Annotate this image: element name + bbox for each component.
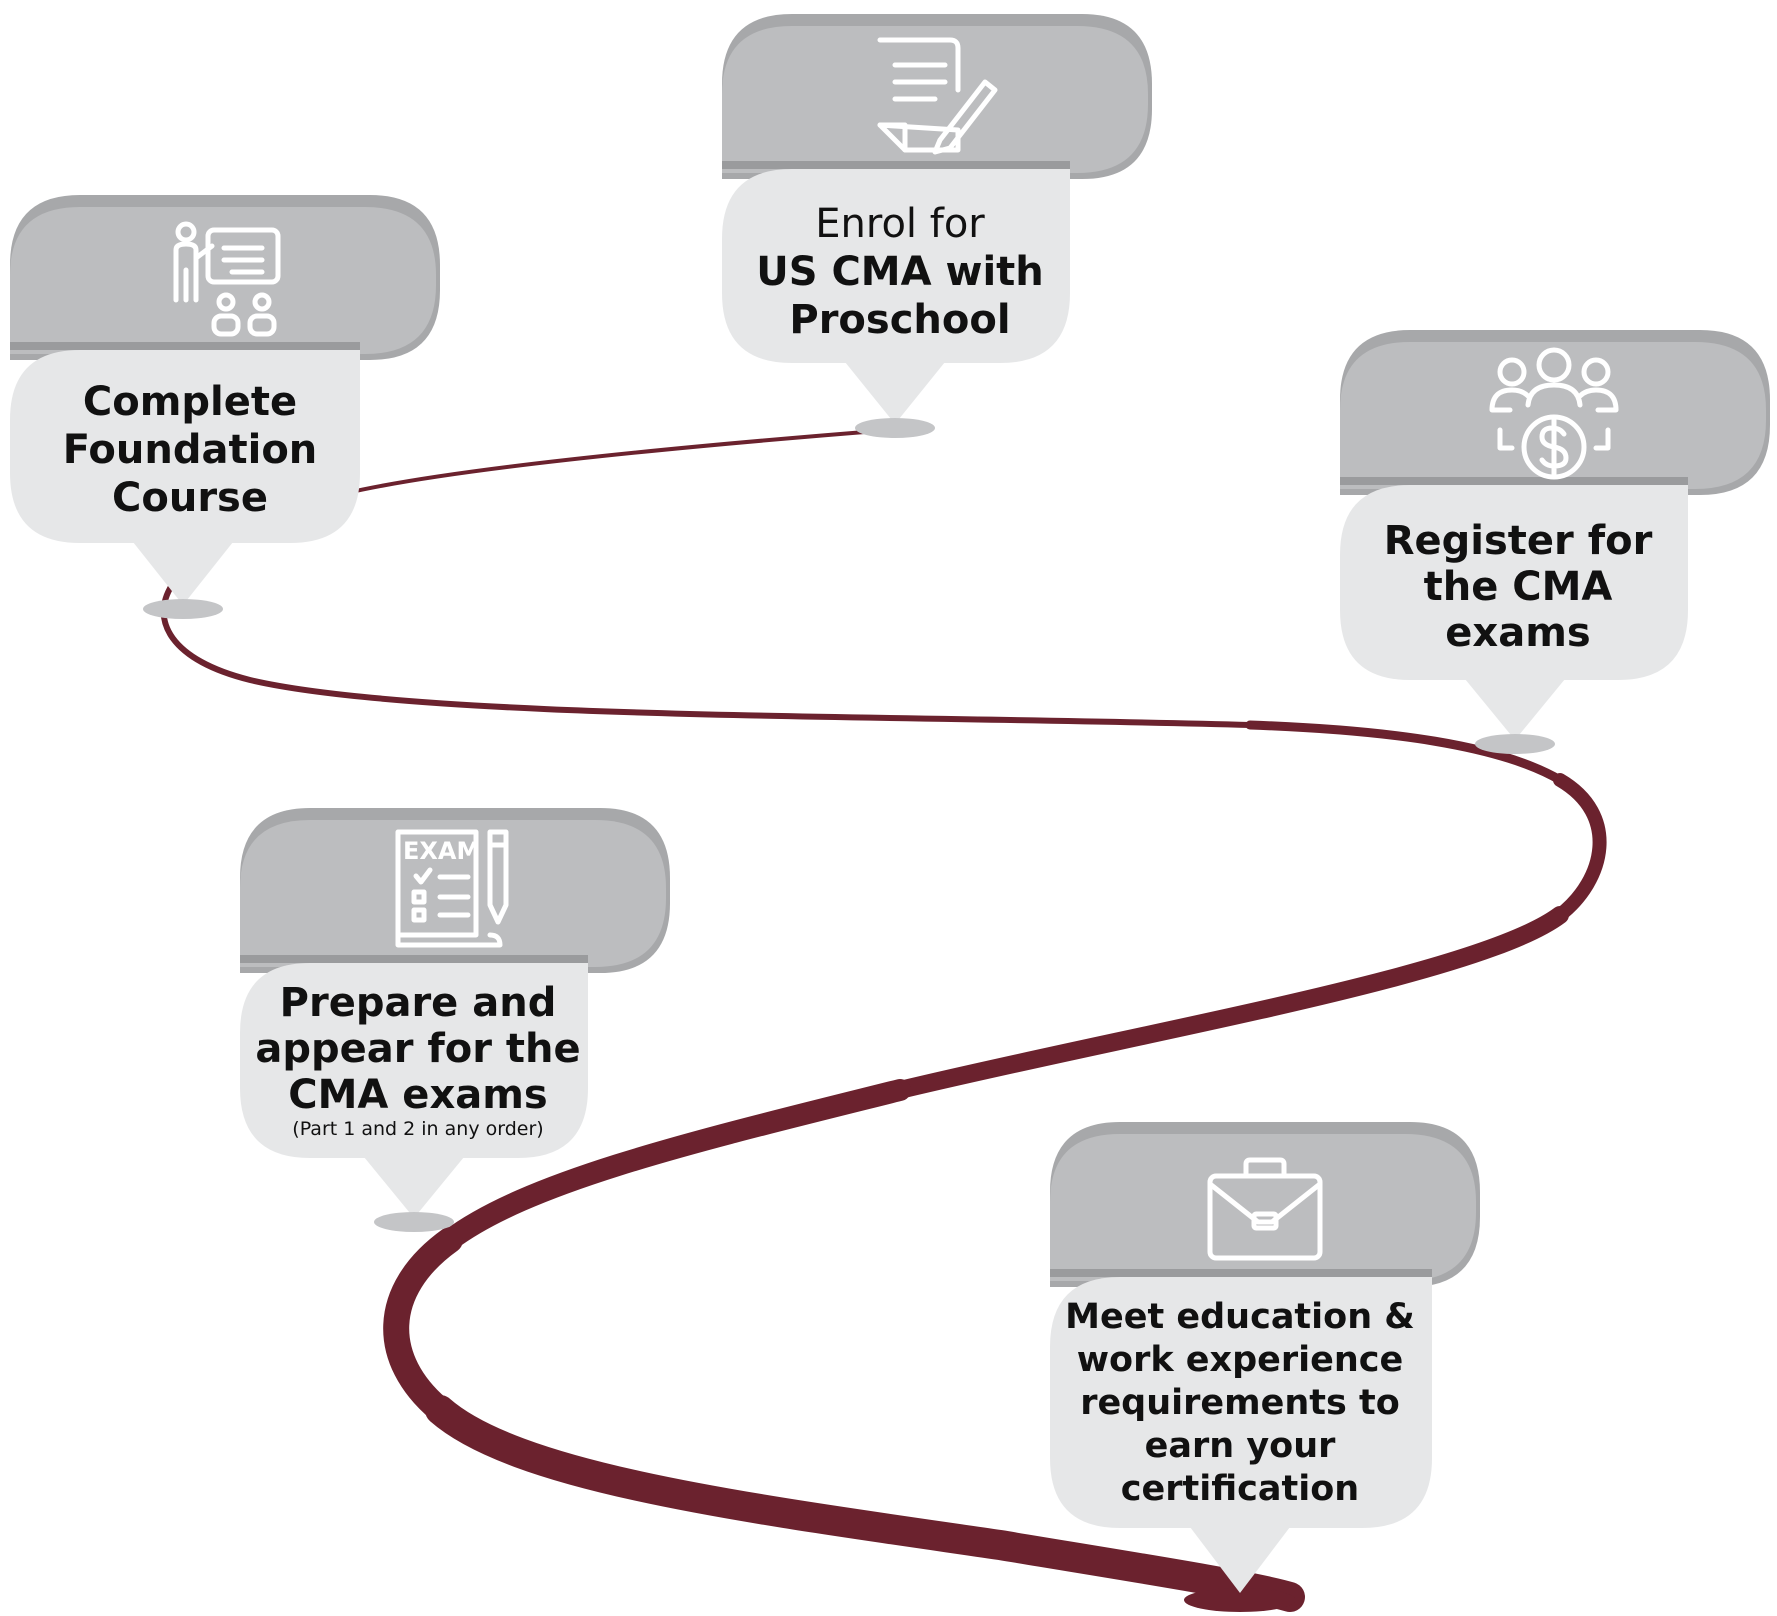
step-4-line-3: CMA exams — [288, 1072, 548, 1118]
step-3-line-2: the CMA — [1423, 564, 1613, 610]
step-marker-4: EXAM — [240, 808, 670, 1232]
step-5-label: Meet education & work experience require… — [1050, 1296, 1430, 1511]
step-2-line-1: Enrol for — [815, 201, 985, 247]
step-4-line-1: Prepare and — [279, 980, 557, 1026]
step-1-line-3: Course — [112, 475, 268, 521]
path-segment — [1553, 773, 1607, 922]
path-segment — [160, 582, 1253, 728]
step-marker-5 — [1050, 1122, 1480, 1593]
step-3-line-1: Register for — [1383, 518, 1653, 564]
step-1-line-1: Complete — [82, 379, 298, 425]
step-5-line-3: requirements to — [1080, 1383, 1400, 1423]
step-4-label: Prepare and appear for the CMA exams (Pa… — [240, 980, 596, 1140]
step-3-line-3: exams — [1445, 610, 1591, 656]
step-1-label: Complete Foundation Course — [12, 378, 368, 522]
path-segment — [383, 1227, 463, 1423]
path-segment — [439, 1079, 911, 1251]
step-marker-1 — [10, 195, 440, 619]
step-marker-3 — [1340, 330, 1770, 754]
exam-sheet-icon: EXAM — [395, 829, 509, 948]
step-3-label: Register for the CMA exams — [1340, 518, 1696, 656]
step-4-line-2: appear for the — [255, 1026, 581, 1072]
exam-icon-text: EXAM — [403, 837, 480, 865]
step-2-label: Enrol for US CMA with Proschool — [722, 200, 1078, 344]
step-5-line-4: earn your — [1144, 1426, 1336, 1466]
document-edit-icon — [877, 37, 998, 155]
path-segment — [425, 1395, 1305, 1612]
step-5-line-2: work experience — [1076, 1340, 1404, 1380]
step-2-line-2: US CMA with — [756, 249, 1044, 295]
path-end-cap — [1184, 1588, 1296, 1612]
step-2-line-3: Proschool — [789, 297, 1011, 343]
group-dollar-icon — [1489, 347, 1619, 480]
path-segment — [1245, 720, 1565, 785]
step-marker-2 — [722, 14, 1152, 438]
briefcase-icon — [1207, 1157, 1323, 1261]
step-5-line-1: Meet education & — [1065, 1297, 1415, 1337]
path-segment — [891, 906, 1569, 1099]
teacher-presentation-icon — [173, 221, 281, 337]
step-5-line-5: certification — [1120, 1469, 1360, 1509]
step-4-note: (Part 1 and 2 in any order) — [292, 1118, 544, 1140]
step-1-line-2: Foundation — [62, 427, 318, 473]
